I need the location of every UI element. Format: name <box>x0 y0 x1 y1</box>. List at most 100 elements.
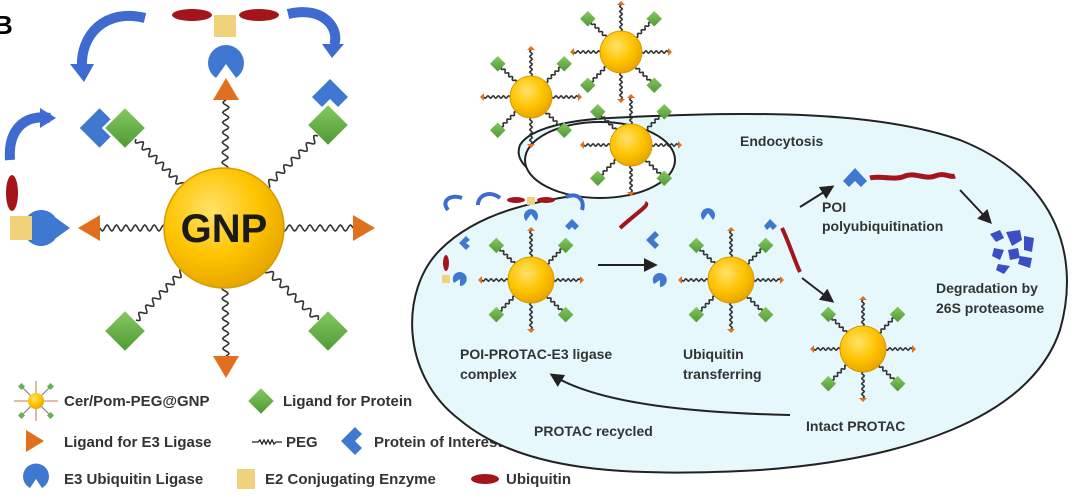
yellow-square-icon <box>237 469 255 489</box>
label-poi-1: POI <box>822 199 846 215</box>
legend-item-ligand-e3: Ligand for E3 Ligase <box>26 430 212 452</box>
legend: Cer/Pom-PEG@GNP Ligand for Protein Ligan… <box>14 381 571 489</box>
peg-linker <box>220 285 230 357</box>
orange-triangle-icon <box>26 430 44 452</box>
peg-linker <box>628 97 634 125</box>
peg-linker <box>628 165 634 193</box>
peg-linker <box>281 224 354 232</box>
e2-enzyme-left <box>10 216 32 240</box>
peg-linker <box>99 223 167 233</box>
panel-letter: B <box>0 10 13 40</box>
ligand-for-e3 <box>627 192 635 196</box>
peg-linker <box>813 346 841 352</box>
peg-linker <box>728 302 734 330</box>
ligand-for-e3 <box>727 227 735 231</box>
peg-linker <box>221 99 230 171</box>
label-endocytosis: Endocytosis <box>740 133 823 149</box>
label-protac-recycled: PROTAC recycled <box>534 423 653 439</box>
peg-linker <box>885 346 913 352</box>
arrow-to-polyubiquitination <box>799 185 835 208</box>
ligand-for-e3 <box>527 144 535 148</box>
peg-linker <box>528 302 534 330</box>
blue-chevron-icon <box>341 427 362 455</box>
ligand-for-e3 <box>580 141 584 149</box>
legend-label: Protein of Interest <box>374 434 502 451</box>
ubiquitin-top-right <box>239 9 279 21</box>
arrow-protac-recycled <box>549 373 791 416</box>
pacman-icon <box>23 463 49 488</box>
ligand-for-e3 <box>627 94 635 98</box>
peg-linker <box>553 277 581 283</box>
legend-label: Ligand for Protein <box>283 393 412 410</box>
peg-linker <box>481 277 509 283</box>
peg-linker <box>618 72 624 100</box>
curved-arrow-top-left-head <box>70 64 94 82</box>
peg-linker <box>528 117 534 145</box>
label-ubiquitin-1: Ubiquitin <box>683 346 744 362</box>
legend-item-e2-enzyme: E2 Conjugating Enzyme <box>237 469 436 489</box>
protein-of-interest-right <box>312 79 348 107</box>
legend-item-poi: Protein of Interest <box>341 427 502 455</box>
e3-ligase-left <box>23 210 70 247</box>
peg-linker <box>265 134 319 189</box>
ligand-for-e3 <box>478 276 482 284</box>
polyubiquitin-chain <box>869 172 956 181</box>
label-intact-protac: Intact PROTAC <box>806 418 905 434</box>
peg-linker <box>583 142 611 148</box>
ligand-for-e3 <box>859 398 867 402</box>
arrow-to-degradation <box>959 189 992 225</box>
ligand-for-e3 <box>480 93 484 101</box>
peg-linker <box>134 138 185 187</box>
peg-linker <box>753 277 781 283</box>
ligand-for-e3 <box>617 99 625 103</box>
gnp-core <box>839 325 887 373</box>
peg-linker <box>551 94 579 100</box>
legend-label: Ligand for E3 Ligase <box>64 434 212 451</box>
ligand-for-e3 <box>527 46 535 50</box>
gnp-core <box>509 75 553 119</box>
ligand-for-e3 <box>859 296 867 300</box>
ligand-for-e3 <box>780 276 784 284</box>
curved-arrow-top-right <box>286 7 341 47</box>
proteasome-degradation-icon <box>990 230 1034 274</box>
gnp-core <box>707 256 755 304</box>
ligand-for-e3 <box>678 276 682 284</box>
ligand-for-e3 <box>617 1 625 5</box>
ligand-for-e3-left <box>78 215 100 241</box>
small-gnp-conjugate <box>480 46 582 148</box>
ligand-for-e3-bottom <box>213 356 239 378</box>
protein-of-interest-left <box>79 108 111 148</box>
peg-linker <box>483 94 511 100</box>
legend-label: Ubiquitin <box>506 471 571 488</box>
curved-arrow-top-left <box>76 11 147 69</box>
ligand-for-e3 <box>527 227 535 231</box>
label-poi-2: polyubiquitination <box>822 218 943 234</box>
gnp-core <box>599 30 643 74</box>
legend-item-gnp-conjugate: Cer/Pom-PEG@GNP <box>14 381 210 421</box>
label-degradation-1: Degradation by <box>936 280 1038 296</box>
peg-linker <box>681 277 709 283</box>
ligand-for-e3 <box>678 141 682 149</box>
peg-linker <box>528 230 534 258</box>
ligand-for-protein-bottom-right <box>308 311 348 351</box>
peg-linker <box>573 49 601 55</box>
peg-linker <box>641 49 669 55</box>
legend-label: E2 Conjugating Enzyme <box>265 471 436 488</box>
ligand-for-e3 <box>570 48 574 56</box>
small-gnp-conjugate <box>580 94 682 196</box>
legend-item-ligand-protein: Ligand for Protein <box>248 388 412 414</box>
label-complex-1: POI-PROTAC-E3 ligase <box>460 346 612 362</box>
e2-enzyme-top <box>214 15 236 37</box>
ligand-for-e3 <box>578 93 582 101</box>
ubiquitin-top-left <box>172 9 212 21</box>
peg-linker <box>618 4 624 32</box>
legend-label: PEG <box>286 434 318 451</box>
ligand-for-e3 <box>668 48 672 56</box>
peg-wave-icon <box>252 438 282 446</box>
ubiquitin-left <box>6 175 18 211</box>
ligand-for-e3 <box>912 345 916 353</box>
peg-linker <box>264 268 320 321</box>
peg-linker <box>651 142 679 148</box>
ligand-for-e3 <box>527 329 535 333</box>
